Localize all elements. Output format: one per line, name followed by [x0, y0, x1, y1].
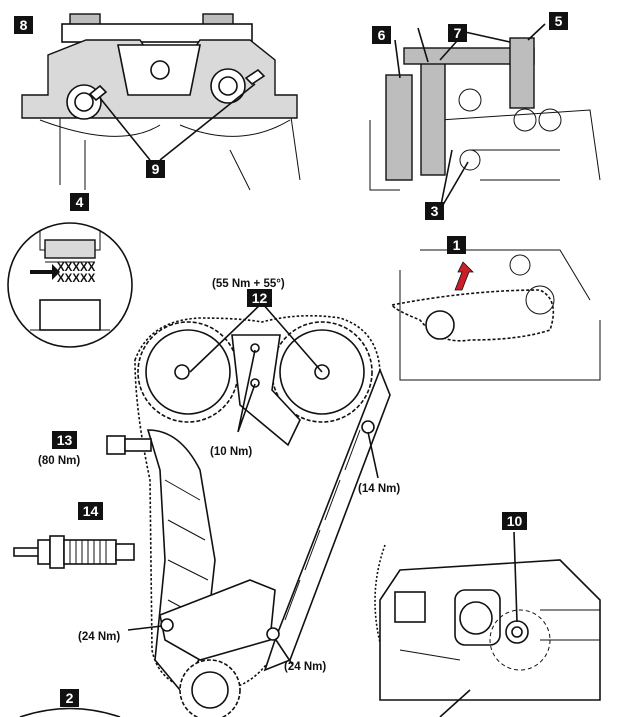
svg-text:13: 13 [57, 432, 73, 448]
oil-pump-detail-panel [374, 531, 601, 717]
torque-camshaft-sprockets: (55 Nm + 55°) [212, 278, 285, 290]
svg-text:2: 2 [66, 690, 74, 706]
svg-text:1: 1 [453, 237, 461, 253]
callout-9: 9 [146, 160, 165, 178]
svg-text:5: 5 [555, 13, 563, 29]
upper-chain-guide [231, 334, 301, 447]
callout-10: 10 [502, 512, 527, 530]
torque-upper-guide-bolts: (10 Nm) [210, 446, 252, 458]
marking-text-1: XXXXX [57, 262, 96, 274]
tensioner-tool [13, 535, 135, 569]
torque-tensioner-plug: (80 Nm) [38, 455, 80, 467]
timing-chain-drive [106, 302, 391, 717]
fixed-chain-guide [263, 367, 391, 672]
callout-7: 7 [448, 24, 467, 42]
camshaft-locking-tool-panel [21, 13, 301, 191]
callout-6: 6 [372, 26, 391, 44]
svg-text:6: 6 [378, 27, 386, 43]
callout-3: 3 [425, 202, 444, 220]
svg-text:3: 3 [431, 203, 439, 219]
svg-text:12: 12 [252, 290, 268, 306]
svg-text:8: 8 [20, 17, 28, 33]
chain-marking-detail: XXXXX XXXXX [7, 222, 133, 348]
callout-1: 1 [447, 236, 466, 254]
torque-guide-left-bolt: (24 Nm) [78, 631, 120, 643]
marking-arrow-icon [30, 264, 60, 280]
svg-text:9: 9 [152, 161, 160, 177]
callout-5: 5 [549, 12, 568, 30]
tensioner-plug [106, 435, 126, 455]
callout-14: 14 [78, 502, 103, 520]
marking-text-2: XXXXX [57, 273, 96, 285]
callout-13: 13 [52, 431, 77, 449]
svg-text:10: 10 [507, 513, 523, 529]
callout-12: 12 [247, 289, 272, 307]
engine-chain-panel [390, 249, 601, 381]
callout-8: 8 [14, 16, 33, 34]
svg-text:7: 7 [454, 25, 462, 41]
item-2-partial [19, 707, 121, 717]
red-arrow-icon [454, 261, 474, 291]
svg-text:4: 4 [76, 194, 84, 210]
torque-guide-top-bolt: (14 Nm) [358, 483, 400, 495]
svg-text:14: 14 [83, 503, 99, 519]
torque-guide-right-bolt: (24 Nm) [284, 661, 326, 673]
callout-4: 4 [70, 193, 89, 211]
callout-2: 2 [60, 689, 79, 707]
camshaft-holding-tool-panel [369, 23, 601, 211]
